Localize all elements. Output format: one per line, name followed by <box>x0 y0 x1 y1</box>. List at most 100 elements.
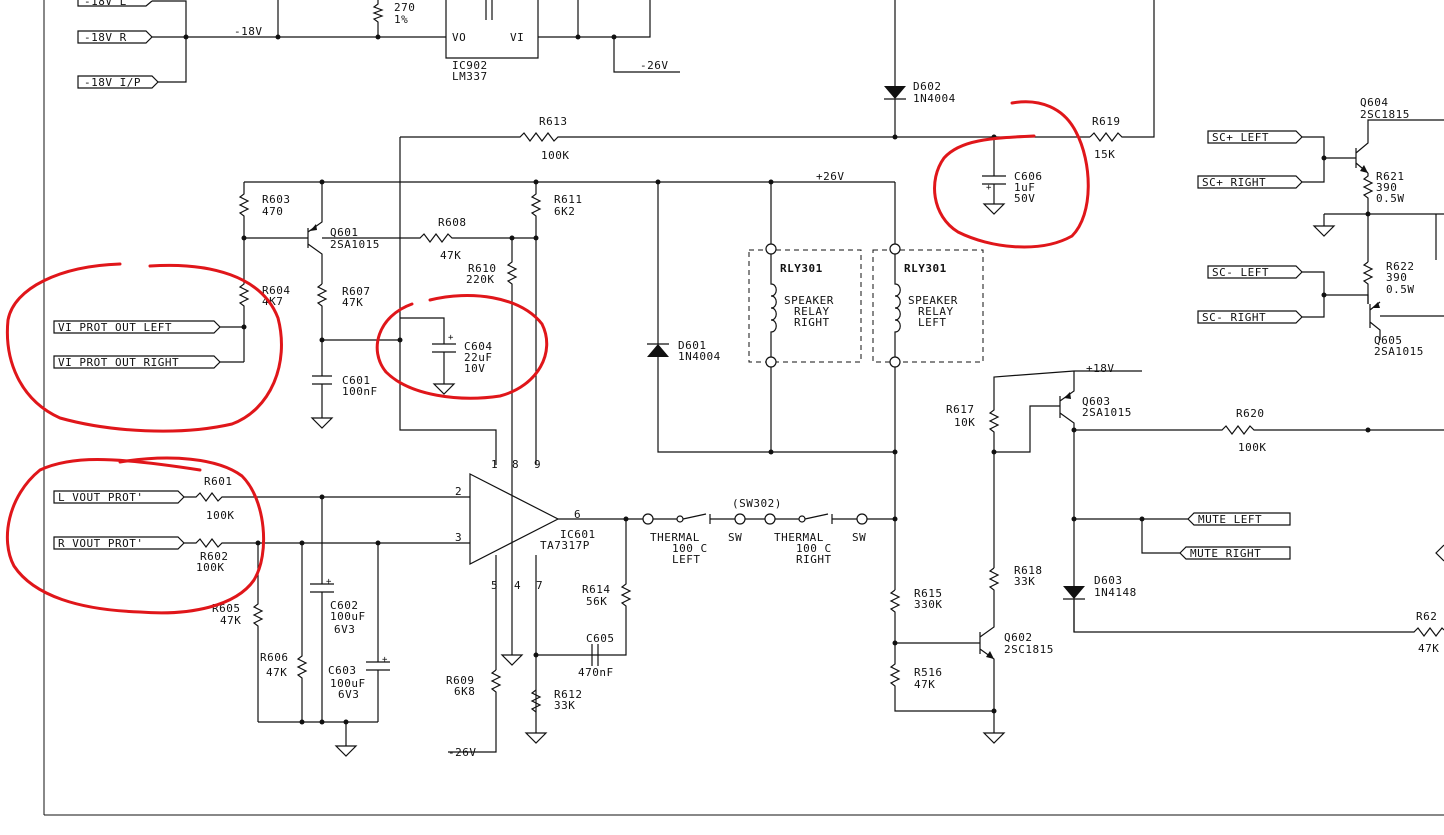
r619-value: 15K <box>1094 148 1115 161</box>
node <box>991 708 997 714</box>
svg-text:6: 6 <box>574 508 581 521</box>
r612-value: 33K <box>554 699 575 712</box>
svg-text:+: + <box>448 333 454 343</box>
transistor-q604: Q604 2SC1815 <box>1344 96 1444 174</box>
node <box>533 652 539 658</box>
resistor-r610 <box>506 238 518 655</box>
r609-ref: R609 <box>446 674 475 687</box>
sw302-label: (SW302) <box>732 497 782 510</box>
r613-ref: R613 <box>539 115 568 128</box>
svg-text:TA7317P: TA7317P <box>540 539 590 552</box>
svg-text:SC+ RIGHT: SC+ RIGHT <box>1202 176 1266 189</box>
svg-text:2SA1015: 2SA1015 <box>1082 406 1132 419</box>
r608-ref: R608 <box>438 216 467 229</box>
svg-text:4: 4 <box>514 579 521 592</box>
transistor-q602: Q602 2SC1815 <box>895 596 1054 733</box>
r602-value: 100K <box>196 561 225 574</box>
capacitor-c605: C605 470nF <box>578 632 615 679</box>
node <box>892 449 898 455</box>
r619-ref: R619 <box>1092 115 1121 128</box>
r516-value: 47K <box>914 678 935 691</box>
svg-text:D601: D601 <box>678 339 707 352</box>
r614-ref: R614 <box>582 583 611 596</box>
ground-symbol <box>334 722 358 757</box>
node <box>1365 427 1371 433</box>
svg-text:8: 8 <box>512 458 519 471</box>
ground-symbol <box>524 732 548 744</box>
connector-partial <box>1435 544 1444 562</box>
svg-text:IC601: IC601 <box>560 528 596 541</box>
resistor-r622 <box>1362 261 1374 304</box>
svg-text:THERMAL: THERMAL <box>774 531 824 544</box>
r62x-ref: R62 <box>1416 610 1437 623</box>
svg-text:SC- RIGHT: SC- RIGHT <box>1202 311 1266 324</box>
svg-text:5: 5 <box>491 579 498 592</box>
r618-ref: R618 <box>1014 564 1043 577</box>
connector-n18v-ip: -18V I/P <box>77 75 159 89</box>
thermal-switch-left: THERMAL SW 100 C LEFT <box>642 513 746 566</box>
resistor-r603 <box>238 182 250 238</box>
svg-text:IC902: IC902 <box>452 59 488 72</box>
connector-mute-left: MUTE LEFT <box>1187 512 1291 526</box>
svg-text:1uF: 1uF <box>1014 181 1035 194</box>
svg-text:RELAY: RELAY <box>918 305 954 318</box>
svg-text:SPEAKER: SPEAKER <box>908 294 958 307</box>
ic902-regulator: VO VI IC902 LM337 <box>445 0 539 83</box>
svg-text:2: 2 <box>455 485 462 498</box>
svg-text:-18V L: -18V L <box>84 0 127 8</box>
svg-text:LEFT: LEFT <box>672 553 701 566</box>
resistor-r621 <box>1362 173 1374 262</box>
connector-mute-right: MUTE RIGHT <box>1179 546 1291 560</box>
resistor-tolerance: 1% <box>394 13 408 26</box>
svg-text:7: 7 <box>536 579 543 592</box>
resistor-r607 <box>316 283 328 340</box>
resistor-270 <box>372 0 384 37</box>
svg-text:SPEAKER: SPEAKER <box>784 294 834 307</box>
svg-text:-18V I/P: -18V I/P <box>84 76 141 89</box>
svg-text:RIGHT: RIGHT <box>796 553 832 566</box>
svg-text:C602: C602 <box>330 599 359 612</box>
svg-text:1N4004: 1N4004 <box>678 350 721 363</box>
svg-text:VI PROT OUT RIGHT: VI PROT OUT RIGHT <box>58 356 179 369</box>
r601-value: 100K <box>206 509 235 522</box>
svg-text:3: 3 <box>455 531 462 544</box>
resistor-r62x <box>1073 599 1444 637</box>
transistor-q603: Q603 2SA1015 <box>994 371 1132 632</box>
r622-wattage: 0.5W <box>1386 283 1415 296</box>
r615-value: 330K <box>914 598 943 611</box>
svg-text:RELAY: RELAY <box>794 305 830 318</box>
resistor-r613 <box>400 132 1090 142</box>
annotation-circle-c606 <box>933 100 1090 249</box>
r622-ref: R622 <box>1386 260 1415 273</box>
rail-n18v-label: -18V <box>234 25 263 38</box>
svg-text:THERMAL: THERMAL <box>650 531 700 544</box>
svg-text:LM337: LM337 <box>452 70 488 83</box>
svg-text:SW: SW <box>852 531 866 544</box>
resistor-r609 <box>448 669 502 753</box>
r615-ref: R615 <box>914 587 943 600</box>
r621-ref: R621 <box>1376 170 1405 183</box>
svg-text:1N4004: 1N4004 <box>913 92 956 105</box>
wire <box>657 357 895 453</box>
wire <box>399 137 497 465</box>
resistor-r605 <box>252 543 264 722</box>
svg-text:C603: C603 <box>328 664 357 677</box>
svg-text:Q604: Q604 <box>1360 96 1389 109</box>
connector-sc-plus-right: SC+ RIGHT <box>1197 175 1303 189</box>
connector-r-vout-prot: R VOUT PROT' <box>53 536 185 550</box>
svg-text:470nF: 470nF <box>578 666 614 679</box>
svg-text:SC- LEFT: SC- LEFT <box>1212 266 1269 279</box>
svg-text:9: 9 <box>534 458 541 471</box>
capacitor-c604: + C604 22uF 10V <box>400 317 492 395</box>
svg-text:2SC1815: 2SC1815 <box>1360 108 1410 121</box>
r604-ref: R604 <box>262 284 291 297</box>
svg-text:+: + <box>382 655 388 665</box>
r614-value: 56K <box>586 595 607 608</box>
svg-text:RLY301: RLY301 <box>780 262 823 275</box>
svg-text:2SC1815: 2SC1815 <box>1004 643 1054 656</box>
r607-ref: R607 <box>342 285 371 298</box>
svg-text:C605: C605 <box>586 632 615 645</box>
svg-text:VO: VO <box>452 31 466 44</box>
svg-text:LEFT: LEFT <box>918 316 947 329</box>
resistor-r608 <box>322 233 536 243</box>
